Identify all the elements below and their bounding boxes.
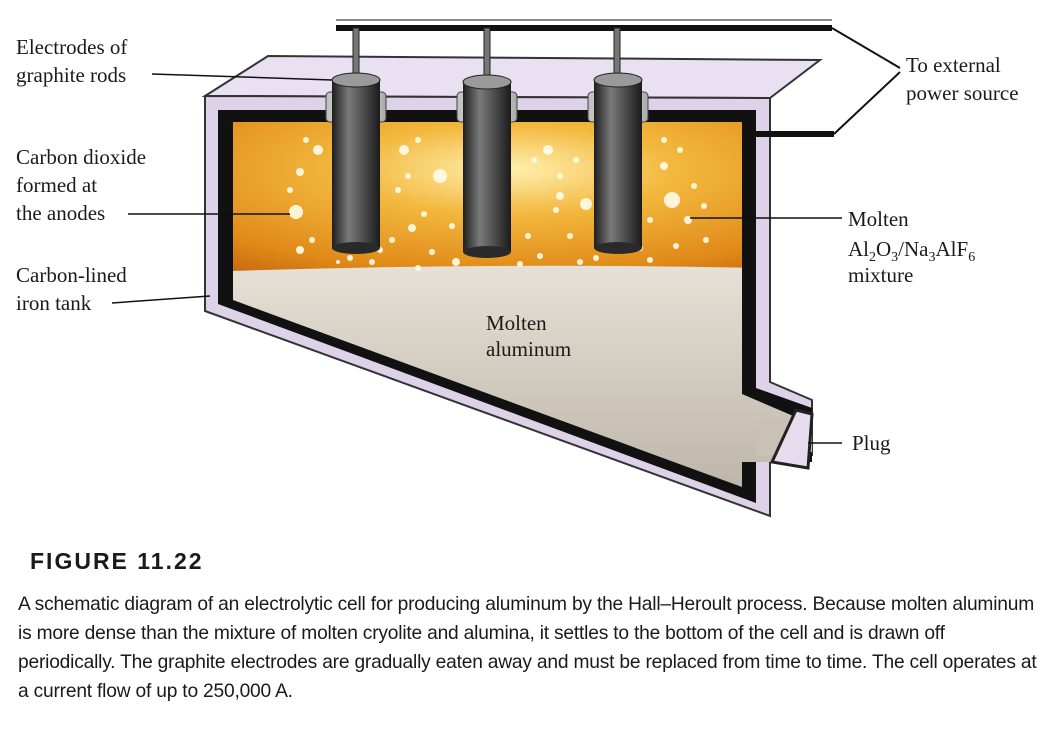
co2-bubble xyxy=(673,243,679,249)
co2-bubble xyxy=(303,137,309,143)
label-aluminum-line1: Molten xyxy=(486,311,547,335)
label-co2-line1: Carbon dioxide xyxy=(16,145,146,169)
electrode-3 xyxy=(587,27,649,254)
label-power-line1: To external xyxy=(906,53,1001,77)
electrode-1 xyxy=(325,27,387,254)
co2-bubble xyxy=(429,249,435,255)
co2-bubble xyxy=(309,237,315,243)
co2-bubble xyxy=(287,187,293,193)
leader-lines xyxy=(111,73,842,444)
electrolytic-cell-diagram: Electrodes of graphite rods Carbon dioxi… xyxy=(16,19,1019,518)
label-co2-line2: formed at xyxy=(16,173,97,197)
co2-bubble xyxy=(296,246,304,254)
co2-bubble xyxy=(433,169,447,183)
co2-bubble xyxy=(577,259,583,265)
co2-bubbles xyxy=(287,137,709,271)
co2-bubble xyxy=(389,237,395,243)
wire-to-power-upper xyxy=(831,27,901,69)
co2-bubble xyxy=(557,173,563,179)
co2-bubble xyxy=(567,233,573,239)
leader-electrodes xyxy=(151,73,333,81)
co2-bubble xyxy=(399,145,409,155)
co2-bubble xyxy=(336,260,340,264)
drain-outlet xyxy=(756,408,814,470)
co2-bubble xyxy=(449,223,455,229)
co2-bubble xyxy=(289,205,303,219)
label-tank-line2: iron tank xyxy=(16,291,92,315)
co2-bubble xyxy=(395,187,401,193)
molten-mixture-layer xyxy=(233,122,805,280)
co2-bubble xyxy=(647,257,653,263)
co2-bubble xyxy=(553,207,559,213)
label-tank-line1: Carbon-lined xyxy=(16,263,127,287)
label-mixture-line3: mixture xyxy=(848,263,913,287)
label-mixture-line1: Molten xyxy=(848,207,909,231)
co2-bubble xyxy=(677,147,683,153)
co2-bubble xyxy=(701,203,707,209)
co2-bubble xyxy=(405,173,411,179)
co2-bubble xyxy=(664,192,680,208)
co2-bubble xyxy=(660,162,668,170)
co2-bubble xyxy=(703,237,709,243)
power-connections xyxy=(336,19,901,137)
co2-bubble xyxy=(415,265,421,271)
co2-bubble xyxy=(369,259,375,265)
figure-number: FIGURE 11.22 xyxy=(30,548,204,574)
co2-bubble xyxy=(684,216,692,224)
label-electrodes-line1: Electrodes of xyxy=(16,35,127,59)
co2-bubble xyxy=(593,255,599,261)
label-aluminum-line2: aluminum xyxy=(486,337,571,361)
co2-bubble xyxy=(421,211,427,217)
graphite-electrodes xyxy=(325,27,649,258)
co2-bubble xyxy=(531,157,537,163)
co2-bubble xyxy=(525,233,531,239)
figure-caption: A schematic diagram of an electrolytic c… xyxy=(18,594,1037,702)
co2-bubble xyxy=(647,217,653,223)
electrode-2 xyxy=(456,27,518,258)
label-electrodes-line2: graphite rods xyxy=(16,63,126,87)
plug-icon xyxy=(769,408,814,470)
label-co2-line3: the anodes xyxy=(16,201,105,225)
co2-bubble xyxy=(415,137,421,143)
co2-bubble xyxy=(537,253,543,259)
co2-bubble xyxy=(691,183,697,189)
co2-bubble xyxy=(543,145,553,155)
co2-bubble xyxy=(661,137,667,143)
co2-bubble xyxy=(347,255,353,261)
co2-bubble xyxy=(313,145,323,155)
co2-bubble xyxy=(296,168,304,176)
co2-bubble xyxy=(408,224,416,232)
leader-tank xyxy=(111,295,211,304)
wire-to-power-lower xyxy=(833,71,901,135)
label-power-line2: power source xyxy=(906,81,1019,105)
co2-bubble xyxy=(517,261,523,267)
label-plug: Plug xyxy=(852,431,891,455)
co2-bubble xyxy=(556,192,564,200)
co2-bubble xyxy=(580,198,592,210)
co2-bubble xyxy=(452,258,460,266)
co2-bubble xyxy=(573,157,579,163)
label-mixture-formula: Al2O3/Na3AlF6 xyxy=(848,237,975,265)
